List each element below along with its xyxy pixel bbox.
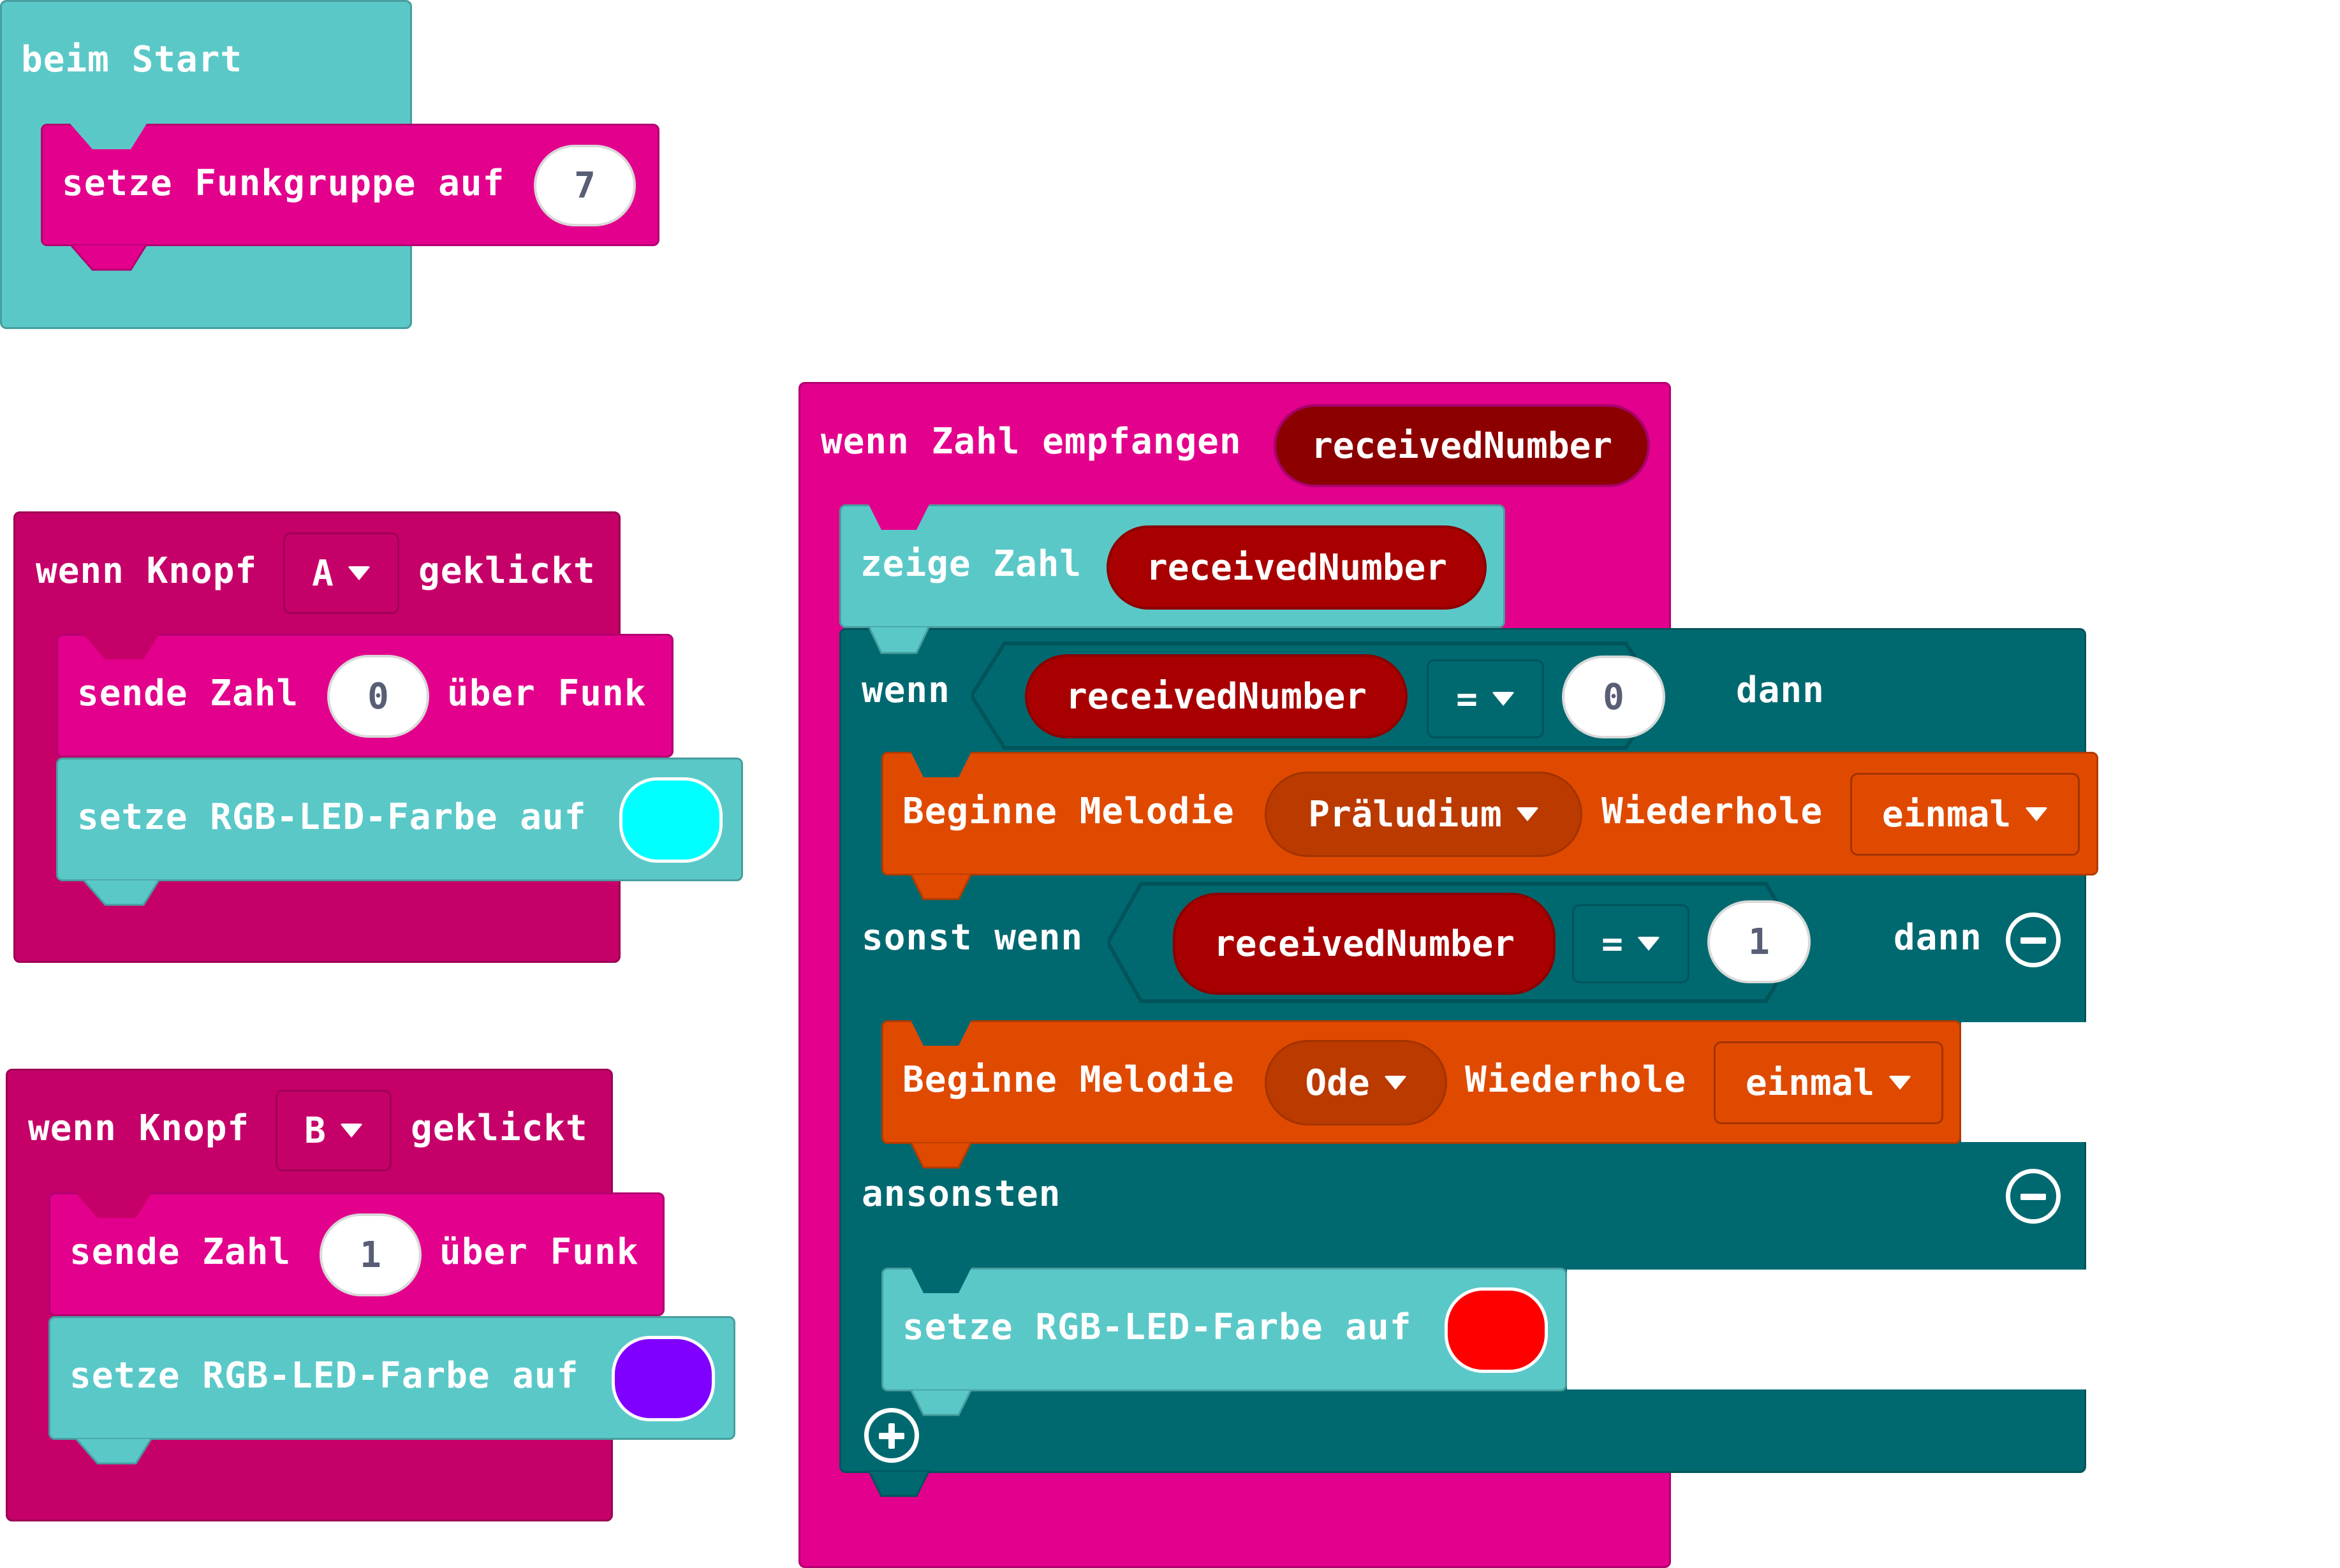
remove-else-if-button[interactable] bbox=[2006, 912, 2061, 967]
repeat-label: Wiederhole bbox=[1465, 1059, 1687, 1101]
received-number-param[interactable]: receivedNumber bbox=[1274, 404, 1650, 487]
button-event-label: wenn Knopf bbox=[28, 1108, 250, 1149]
send-number-block-a[interactable]: sende Zahl 0 über Funk bbox=[56, 634, 673, 758]
connector-notch bbox=[869, 1470, 931, 1497]
else-if-label: sonst wenn bbox=[862, 917, 1084, 958]
operator-value: = bbox=[1456, 678, 1478, 720]
connector-notch bbox=[911, 874, 973, 900]
set-rgb-led-block-b[interactable]: setze RGB-LED-Farbe auf bbox=[48, 1316, 735, 1440]
set-radio-group-label: setze Funkgruppe auf bbox=[62, 163, 505, 204]
set-radio-group-block[interactable]: setze Funkgruppe auf 7 bbox=[41, 124, 659, 246]
connector-notch bbox=[911, 1020, 971, 1046]
color-picker-red[interactable] bbox=[1445, 1287, 1548, 1373]
melody-dropdown-1[interactable]: Präludium bbox=[1265, 772, 1582, 857]
if-block-gap bbox=[1567, 1270, 2089, 1389]
on-start-label: beim Start bbox=[21, 39, 243, 80]
operator-value: = bbox=[1601, 923, 1623, 965]
send-number-block-b[interactable]: sende Zahl 1 über Funk bbox=[48, 1192, 665, 1316]
minus-icon bbox=[2020, 1194, 2046, 1200]
start-melody-label: Beginne Melodie bbox=[902, 1059, 1235, 1101]
send-number-label-after: über Funk bbox=[439, 1231, 639, 1273]
chevron-down-icon bbox=[339, 1124, 363, 1138]
color-picker-purple[interactable] bbox=[612, 1336, 715, 1421]
button-a-value: A bbox=[312, 552, 334, 594]
set-rgb-led-label: setze RGB-LED-Farbe auf bbox=[70, 1355, 579, 1396]
button-b-value: B bbox=[304, 1110, 326, 1152]
start-melody-block-1[interactable]: Beginne Melodie Präludium Wiederhole ein… bbox=[881, 752, 2098, 876]
show-number-block[interactable]: zeige Zahl receivedNumber bbox=[839, 504, 1505, 628]
received-number-variable[interactable]: receivedNumber bbox=[1173, 893, 1556, 995]
compare-value-input-1[interactable]: 0 bbox=[1562, 656, 1665, 738]
chevron-down-icon bbox=[1515, 807, 1539, 821]
send-number-value-input[interactable]: 0 bbox=[327, 655, 429, 738]
connector-notch bbox=[75, 1192, 152, 1218]
then-label: dann bbox=[1736, 670, 1825, 711]
chevron-down-icon bbox=[1491, 692, 1515, 706]
set-rgb-led-label: setze RGB-LED-Farbe auf bbox=[77, 796, 587, 838]
send-number-label: sende Zahl bbox=[77, 673, 299, 714]
received-number-variable[interactable]: receivedNumber bbox=[1107, 525, 1487, 610]
color-picker-cyan[interactable] bbox=[619, 777, 723, 863]
button-b-dropdown[interactable]: B bbox=[276, 1090, 392, 1171]
melody-value: Präludium bbox=[1308, 793, 1502, 835]
received-number-variable[interactable]: receivedNumber bbox=[1025, 654, 1408, 738]
send-number-value-input[interactable]: 1 bbox=[320, 1213, 422, 1296]
if-block-gap bbox=[1961, 1022, 2089, 1142]
chevron-down-icon bbox=[2025, 807, 2049, 821]
send-number-label-after: über Funk bbox=[447, 673, 647, 714]
then-label: dann bbox=[1894, 917, 1982, 958]
connector-notch bbox=[911, 752, 971, 777]
chevron-down-icon bbox=[347, 566, 371, 580]
compare-value-input-2[interactable]: 1 bbox=[1707, 900, 1811, 983]
repeat-value: einmal bbox=[1745, 1062, 1875, 1104]
send-number-label: sende Zahl bbox=[70, 1231, 291, 1273]
connector-notch bbox=[83, 879, 161, 906]
melody-dropdown-2[interactable]: Ode bbox=[1265, 1040, 1447, 1125]
connector-notch bbox=[911, 1142, 973, 1169]
repeat-dropdown-1[interactable]: einmal bbox=[1850, 773, 2080, 856]
connector-notch bbox=[911, 1268, 971, 1293]
button-event-label: wenn Knopf bbox=[36, 550, 258, 592]
set-rgb-led-block-else[interactable]: setze RGB-LED-Farbe auf bbox=[881, 1268, 1567, 1391]
add-else-if-button[interactable] bbox=[864, 1408, 919, 1463]
show-number-label: zeige Zahl bbox=[860, 543, 1082, 585]
repeat-label: Wiederhole bbox=[1601, 791, 1823, 832]
chevron-down-icon bbox=[1888, 1076, 1912, 1090]
start-melody-block-2[interactable]: Beginne Melodie Ode Wiederhole einmal bbox=[881, 1020, 1961, 1144]
repeat-dropdown-2[interactable]: einmal bbox=[1714, 1041, 1943, 1124]
connector-notch bbox=[83, 634, 159, 659]
chevron-down-icon bbox=[1637, 937, 1660, 951]
button-event-label-after: geklickt bbox=[411, 1108, 588, 1149]
operator-dropdown-1[interactable]: = bbox=[1427, 659, 1544, 738]
operator-dropdown-2[interactable]: = bbox=[1572, 904, 1689, 983]
if-label: wenn bbox=[862, 670, 950, 711]
radio-group-value-input[interactable]: 7 bbox=[534, 145, 636, 226]
remove-else-button[interactable] bbox=[2006, 1169, 2061, 1224]
button-a-dropdown[interactable]: A bbox=[283, 532, 399, 614]
connector-notch bbox=[70, 124, 147, 149]
else-label: ansonsten bbox=[862, 1173, 1061, 1215]
chevron-down-icon bbox=[1383, 1076, 1407, 1090]
plus-icon-vertical bbox=[888, 1423, 895, 1449]
set-rgb-led-label: setze RGB-LED-Farbe auf bbox=[902, 1307, 1412, 1348]
repeat-value: einmal bbox=[1881, 793, 2012, 835]
set-rgb-led-block-a[interactable]: setze RGB-LED-Farbe auf bbox=[56, 758, 743, 881]
melody-value: Ode bbox=[1305, 1062, 1370, 1104]
connector-notch bbox=[75, 1438, 153, 1465]
on-received-label: wenn Zahl empfangen bbox=[821, 421, 1242, 462]
connector-notch bbox=[70, 244, 148, 271]
connector-notch bbox=[911, 1389, 973, 1416]
start-melody-label: Beginne Melodie bbox=[902, 791, 1235, 832]
connector-notch bbox=[869, 626, 931, 654]
connector-notch bbox=[869, 504, 929, 530]
minus-icon bbox=[2020, 937, 2046, 944]
button-event-label-after: geklickt bbox=[418, 550, 596, 592]
